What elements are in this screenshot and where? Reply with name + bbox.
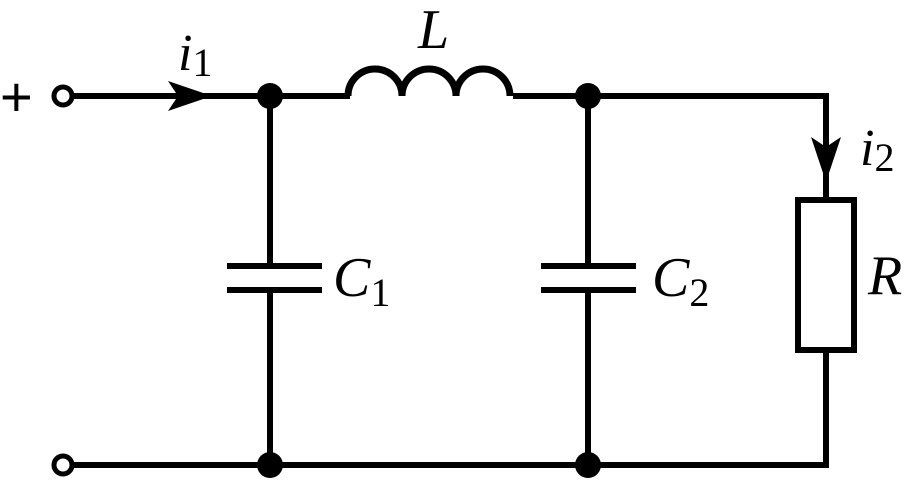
- terminal-bottom: [51, 453, 75, 477]
- inductor-coil: [344, 65, 514, 97]
- inductor-label: L: [417, 0, 449, 61]
- resistor-label: R: [867, 245, 902, 307]
- junction-node-top-left: [257, 83, 283, 109]
- junction-node-bottom-left: [257, 452, 283, 478]
- terminal-plus-label: +: [0, 65, 33, 128]
- current-i1-label: i1: [178, 25, 212, 85]
- bottom-wire: [70, 350, 829, 468]
- junction-node-bottom-right: [575, 452, 601, 478]
- terminal-top: [51, 84, 75, 108]
- current-arrow-i1: [168, 81, 212, 111]
- current-i2-label: i2: [860, 120, 894, 180]
- top-wire-right: [513, 93, 829, 200]
- junction-node-top-right: [575, 83, 601, 109]
- current-arrow-i2: [811, 137, 841, 182]
- capacitor-c2-label: C2: [652, 247, 709, 315]
- resistor-body: [795, 197, 857, 353]
- capacitor-c1-label: C1: [333, 247, 390, 315]
